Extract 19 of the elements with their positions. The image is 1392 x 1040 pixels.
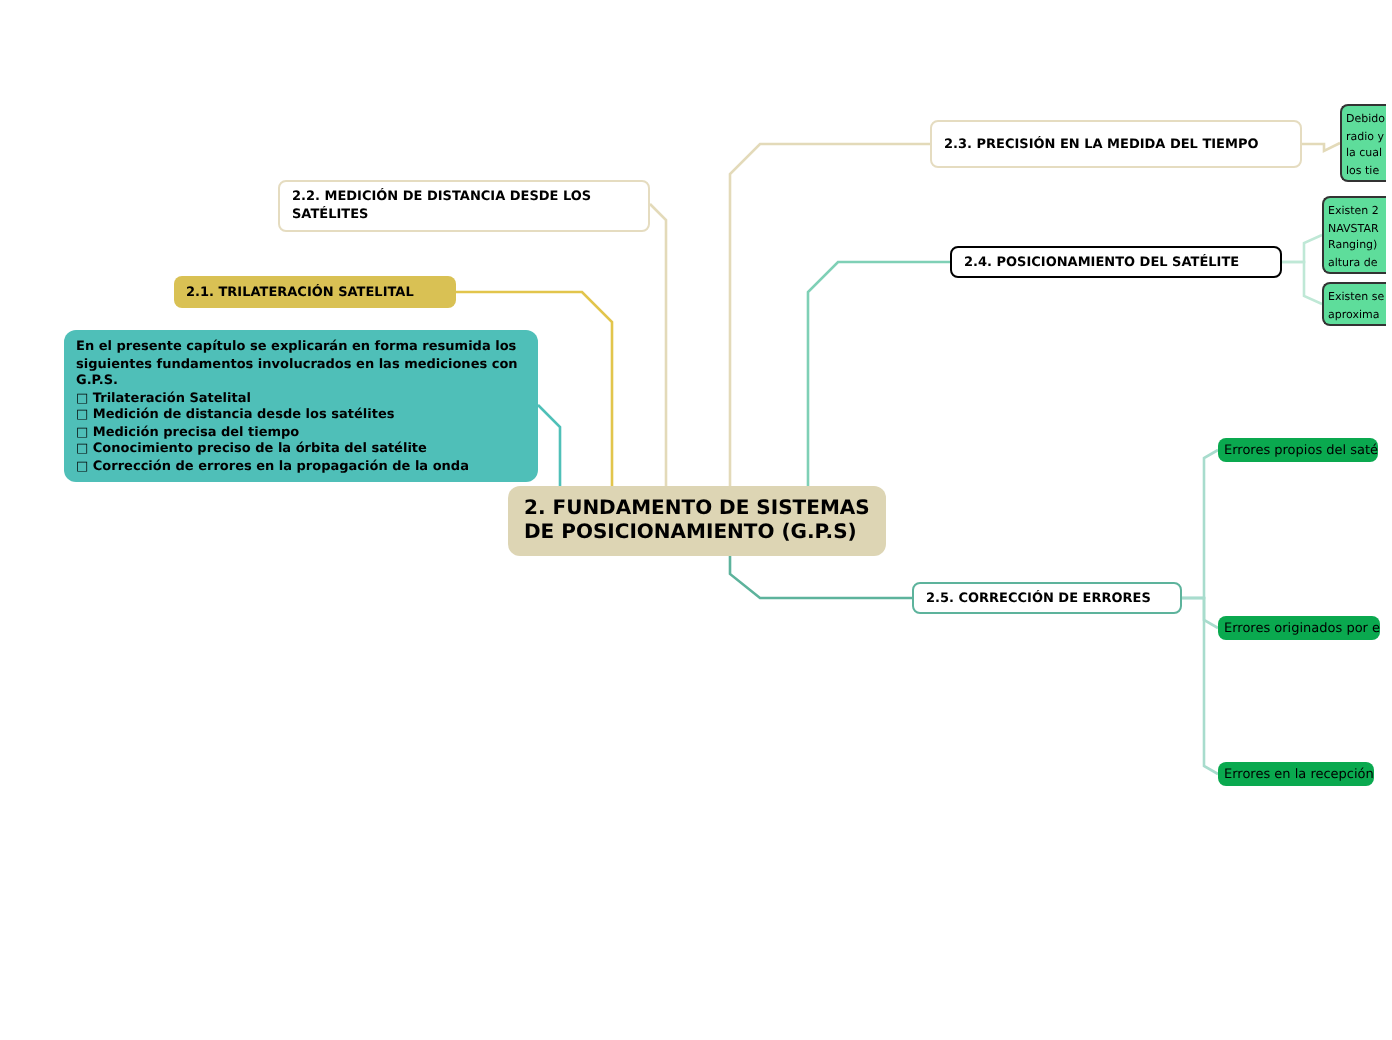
central-topic-box [508,486,886,556]
note-box [1340,104,1386,182]
connector-line [1302,141,1341,154]
note-box [1322,282,1386,326]
connector-line [536,403,562,486]
topic-label: 2. FUNDAMENTO DE SISTEMAS DE POSICIONAMIENTO (G.P.S) [524,497,870,545]
connector-line [456,290,614,486]
connector-line [728,556,912,600]
topic-box [278,180,650,232]
topic-box [912,582,1182,614]
connector-line [1182,596,1219,776]
connector-line [728,142,930,486]
summary-card [64,330,538,482]
topic-box [174,276,456,308]
connector-line [1282,260,1323,306]
connector-line [806,260,950,486]
topic-box [930,120,1302,168]
topic-box [950,246,1282,278]
connector-line [648,202,668,486]
